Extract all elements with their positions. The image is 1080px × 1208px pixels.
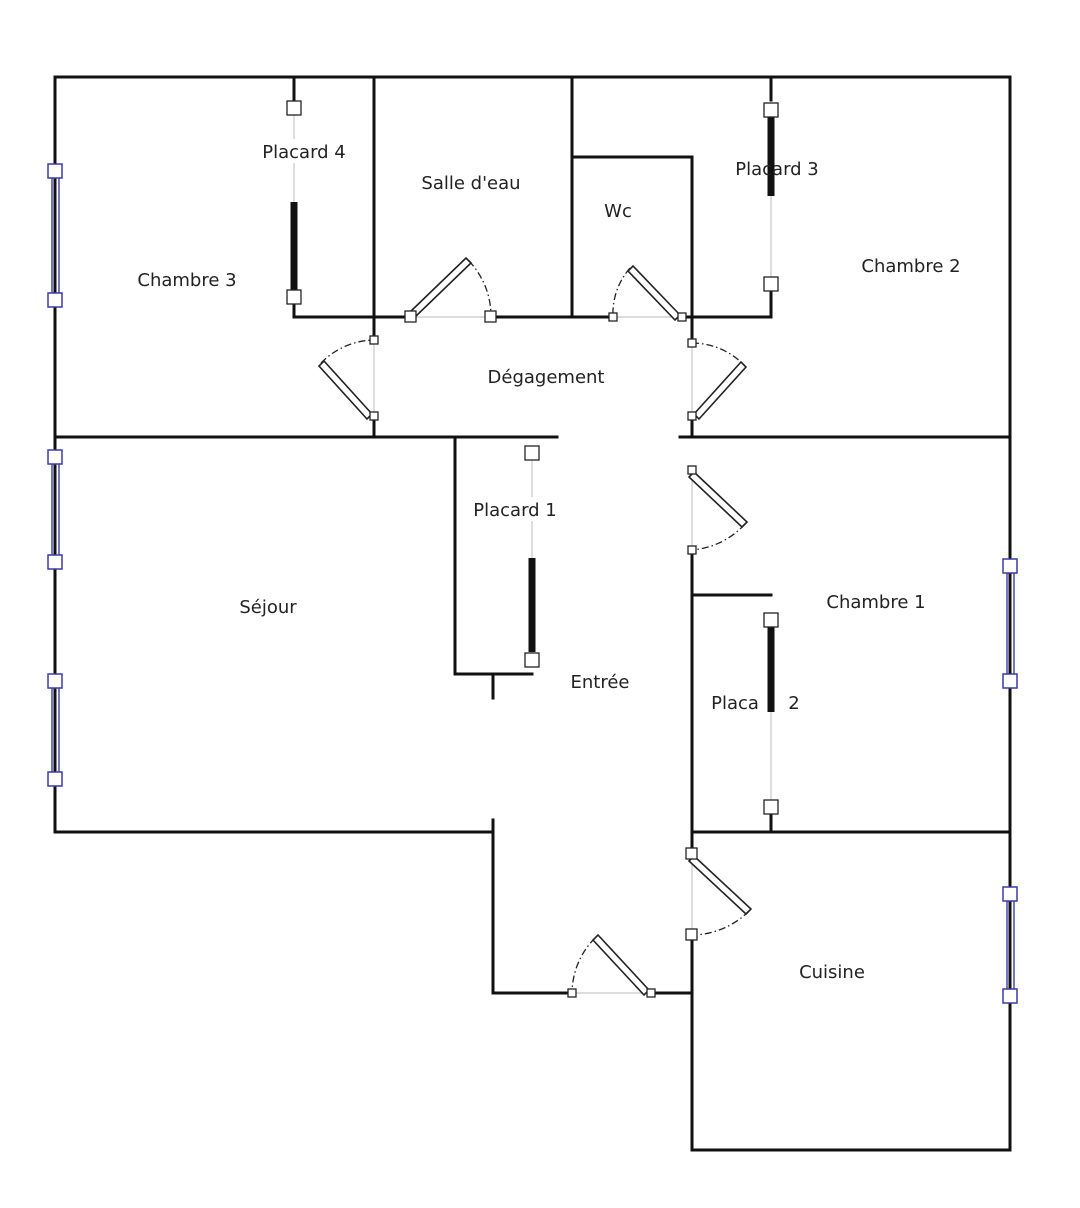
door-salledeau (404, 256, 497, 323)
placard3-bottom-handle (763, 276, 779, 292)
window-handle (47, 292, 63, 308)
door-chambre2 (687, 338, 748, 421)
doors (317, 256, 753, 998)
label-wc: Wc (604, 201, 632, 222)
door-swing-arc (691, 342, 745, 366)
door-swing-arc (612, 267, 631, 318)
window-handle (47, 163, 63, 179)
label-chambre-2: Chambre 2 (861, 256, 960, 277)
door-entree (567, 933, 656, 998)
door-swing-arc (691, 910, 750, 936)
door-hinge (369, 411, 379, 421)
window-handle (47, 449, 63, 465)
placard1-bottom-handle (524, 652, 540, 668)
window-chambre3 (47, 163, 63, 308)
closet-panels (286, 100, 779, 815)
placard4-label-mask (258, 139, 350, 163)
door-hinge (484, 310, 497, 323)
door-chambre1 (687, 465, 749, 555)
door-swing-arc (691, 523, 746, 551)
walls (53, 75, 1012, 1152)
door-chambre3 (317, 335, 379, 421)
window-handle (1002, 558, 1018, 574)
door-leaf (687, 854, 753, 916)
label-salle-deau: Salle d'eau (421, 173, 520, 194)
door-hinge (685, 847, 698, 860)
door-swing-arc (468, 260, 492, 318)
door-swing-arc (571, 937, 596, 994)
door-hinge (687, 338, 697, 348)
door-hinge (404, 310, 417, 323)
label-placard-1: Placard 1 (473, 500, 557, 521)
door-hinge (685, 928, 698, 941)
windows (47, 163, 1018, 1004)
room-labels: Chambre 3 Placard 4 Salle d'eau Wc Placa… (137, 142, 960, 983)
door-hinge (687, 411, 697, 421)
door-swing-arc (320, 339, 375, 364)
label-placard-2-left: Placa (711, 693, 759, 714)
window-handle (47, 771, 63, 787)
window-handle (1002, 886, 1018, 902)
label-cuisine: Cuisine (799, 962, 865, 983)
door-leaf (317, 359, 374, 421)
placard2-bottom-handle (763, 799, 779, 815)
label-sejour: Séjour (239, 597, 297, 618)
label-chambre-3: Chambre 3 (137, 270, 236, 291)
door-leaf (692, 360, 748, 421)
door-wc (608, 264, 687, 322)
placard4-bottom-handle (286, 289, 302, 305)
door-hinge (608, 312, 618, 322)
placard1-top-handle (524, 445, 540, 461)
label-placard-2-right: 2 (788, 693, 799, 714)
door-hinge (677, 312, 687, 322)
door-hinge (687, 465, 697, 475)
window-chambre1 (1002, 558, 1018, 689)
label-degagement: Dégagement (488, 367, 605, 388)
door-hinge (646, 988, 656, 998)
label-chambre-1: Chambre 1 (826, 592, 925, 613)
label-entree: Entrée (571, 672, 630, 693)
placard1-label-mask (470, 497, 562, 521)
door-hinge (567, 988, 577, 998)
window-handle (1002, 673, 1018, 689)
door-leaf (407, 256, 473, 320)
door-hinge (369, 335, 379, 345)
window-handle (47, 554, 63, 570)
placard4-top-handle (286, 100, 302, 116)
window-sejour-upper (47, 449, 63, 570)
door-hinge (687, 545, 697, 555)
label-placard-4: Placard 4 (262, 142, 346, 163)
placard2-top-handle (763, 612, 779, 628)
door-cuisine (685, 847, 753, 941)
door-leaf (687, 470, 749, 529)
window-handle (47, 673, 63, 689)
label-placard-3: Placard 3 (735, 159, 819, 180)
window-handle (1002, 988, 1018, 1004)
door-leaf (591, 933, 651, 997)
door-leaf (626, 264, 682, 322)
window-cuisine (1002, 886, 1018, 1004)
placard3-top-handle (763, 102, 779, 118)
window-sejour-lower (47, 673, 63, 787)
